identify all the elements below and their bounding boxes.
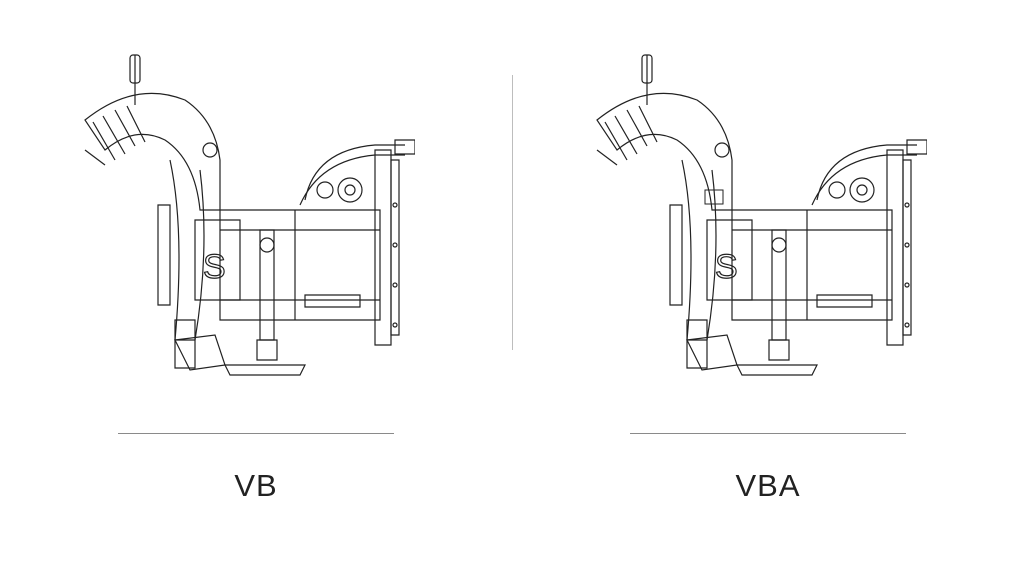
model-label-vba: VBA bbox=[735, 468, 801, 503]
center-divider bbox=[512, 75, 513, 350]
vba-underline bbox=[630, 433, 906, 434]
snow-blower-diagram-vb bbox=[84, 54, 416, 376]
vb-underline bbox=[118, 433, 394, 434]
vb-model-drawing bbox=[75, 50, 416, 380]
vba-model-drawing bbox=[587, 50, 928, 380]
model-label-vb: VB bbox=[234, 468, 278, 503]
snow-blower-diagram-vba bbox=[596, 54, 928, 376]
